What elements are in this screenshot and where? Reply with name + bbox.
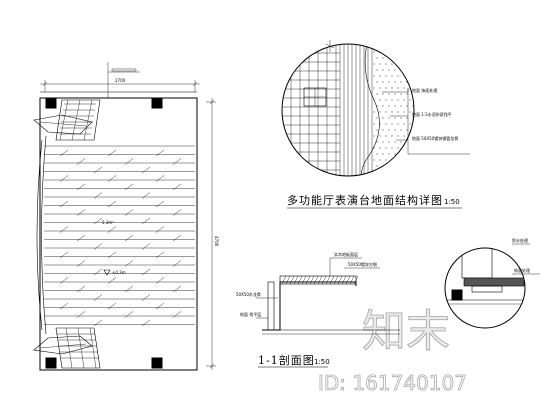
watermark-logo-text: 知末 [362, 306, 450, 357]
top-dimension-line: 2700 [40, 78, 200, 92]
column-top-left [45, 97, 57, 109]
level-triangle [103, 269, 111, 276]
ramp-top [33, 114, 93, 135]
detail-callout-2: 地面 1:3水泥砂浆找平 [412, 111, 452, 117]
floor-structure-detail: 地面 饰面处理 地面 1:3水泥砂浆找平 地面 50X50镀锌钢管龙骨 多功能厅… [281, 40, 470, 209]
break-line [361, 44, 380, 176]
concrete-dot-fill [373, 45, 414, 173]
floor-grain-marks [59, 149, 182, 327]
section-step-outline [262, 281, 357, 331]
column-bottom-right [151, 357, 163, 369]
section-callout-3: 50X50木龙骨 [236, 291, 261, 297]
detail-scale: 1:50 [444, 198, 460, 206]
watermark: 知末 ID: 161740107 [318, 306, 468, 396]
section-callout-1: 实木地板面层 [334, 251, 358, 257]
plan-area-label: 5.3m² [102, 220, 114, 225]
section-callouts: 实木地板面层 50X50镀锌方钢 50X50木龙骨 地面 找平层 [236, 251, 380, 319]
detail-callout-3: 地面 50X50镀锌钢管龙骨 [412, 135, 458, 141]
section-detail-callout-2: 防水处理 [512, 237, 528, 243]
section-detail-circle [444, 247, 526, 329]
plan-level-mark: ±0.3m [112, 270, 126, 275]
section-scale: 1:50 [314, 358, 330, 366]
curved-stage-edge [36, 139, 43, 331]
stair-block-top [55, 99, 101, 141]
section-deck-layer [279, 275, 357, 285]
curved-stage-edge-inner [41, 135, 47, 335]
section-post [267, 281, 275, 331]
detail-callouts: 地面 饰面处理 地面 1:3水泥砂浆找平 地面 50X50镀锌钢管龙骨 [382, 87, 470, 155]
section-detail-callout-1: 饰面处理 [514, 267, 530, 273]
stage-floor-plan: 2700 4700 [33, 62, 219, 371]
right-dimension-line: 4700 [206, 98, 219, 370]
side-dimension-text: 4700 [214, 236, 219, 247]
column-bottom-left [45, 357, 57, 369]
board-strip-lines [339, 44, 373, 176]
stair-block-bottom [55, 327, 101, 369]
detail-title: 多功能厅表演台地面结构详图 [287, 193, 443, 207]
section-callout-2: 50X50镀锌方钢 [348, 261, 377, 267]
section-title: 1-1剖面图 [258, 353, 315, 367]
floor-board-lines [44, 145, 195, 325]
deck-hatch [281, 275, 359, 285]
section-1-1: 实木地板面层 50X50镀锌方钢 50X50木龙骨 地面 找平层 饰面处理 防水… [236, 237, 540, 368]
column-top-right [151, 97, 163, 109]
section-callout-4: 地面 找平层 [240, 311, 261, 317]
watermark-id-text: ID: 161740107 [318, 371, 467, 395]
steel-grid-lines [282, 44, 340, 176]
section-detail-callouts: 饰面处理 防水处理 [512, 237, 540, 275]
ramp-bottom [33, 335, 93, 355]
detail-callout-1: 地面 饰面处理 [412, 87, 437, 93]
top-dimension-text: 2700 [115, 78, 126, 83]
plan-outline [39, 97, 198, 371]
section-detail-slab [463, 277, 525, 287]
